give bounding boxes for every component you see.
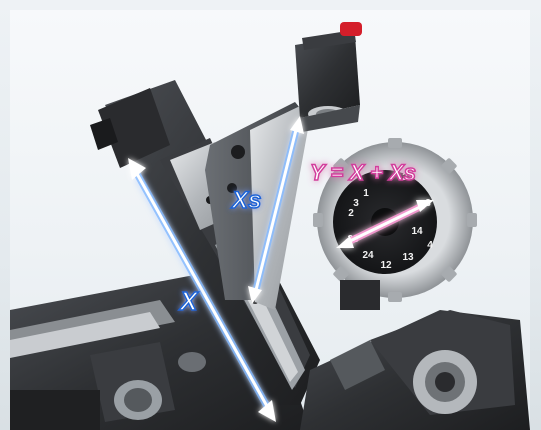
double-arrow-icon bbox=[336, 200, 434, 248]
turret-number: 2 bbox=[402, 172, 408, 183]
turret-number: 24 bbox=[362, 250, 374, 261]
turret-number: 1 bbox=[363, 188, 369, 199]
illustration-panel: 1 2 3 4 14 13 12 24 23 2 3 X Xs bbox=[10, 10, 530, 430]
double-arrow-icon bbox=[248, 116, 304, 304]
spindle-block bbox=[300, 310, 530, 430]
double-arrow-icon bbox=[128, 158, 276, 422]
motor-icon bbox=[295, 22, 362, 132]
machine-illustration: 1 2 3 4 14 13 12 24 23 2 3 X Xs bbox=[10, 22, 530, 430]
turret-number: 12 bbox=[380, 260, 392, 271]
xs-axis-label: Xs bbox=[230, 187, 261, 214]
turret-number: 2 bbox=[348, 208, 354, 219]
turret-number: 13 bbox=[402, 252, 414, 263]
turret-number: 4 bbox=[427, 240, 433, 251]
turret-number: 3 bbox=[353, 198, 359, 209]
turret-number: 14 bbox=[411, 226, 423, 237]
x-axis-label: X bbox=[178, 286, 199, 316]
formula-label: Y = X + Xs bbox=[310, 160, 416, 185]
